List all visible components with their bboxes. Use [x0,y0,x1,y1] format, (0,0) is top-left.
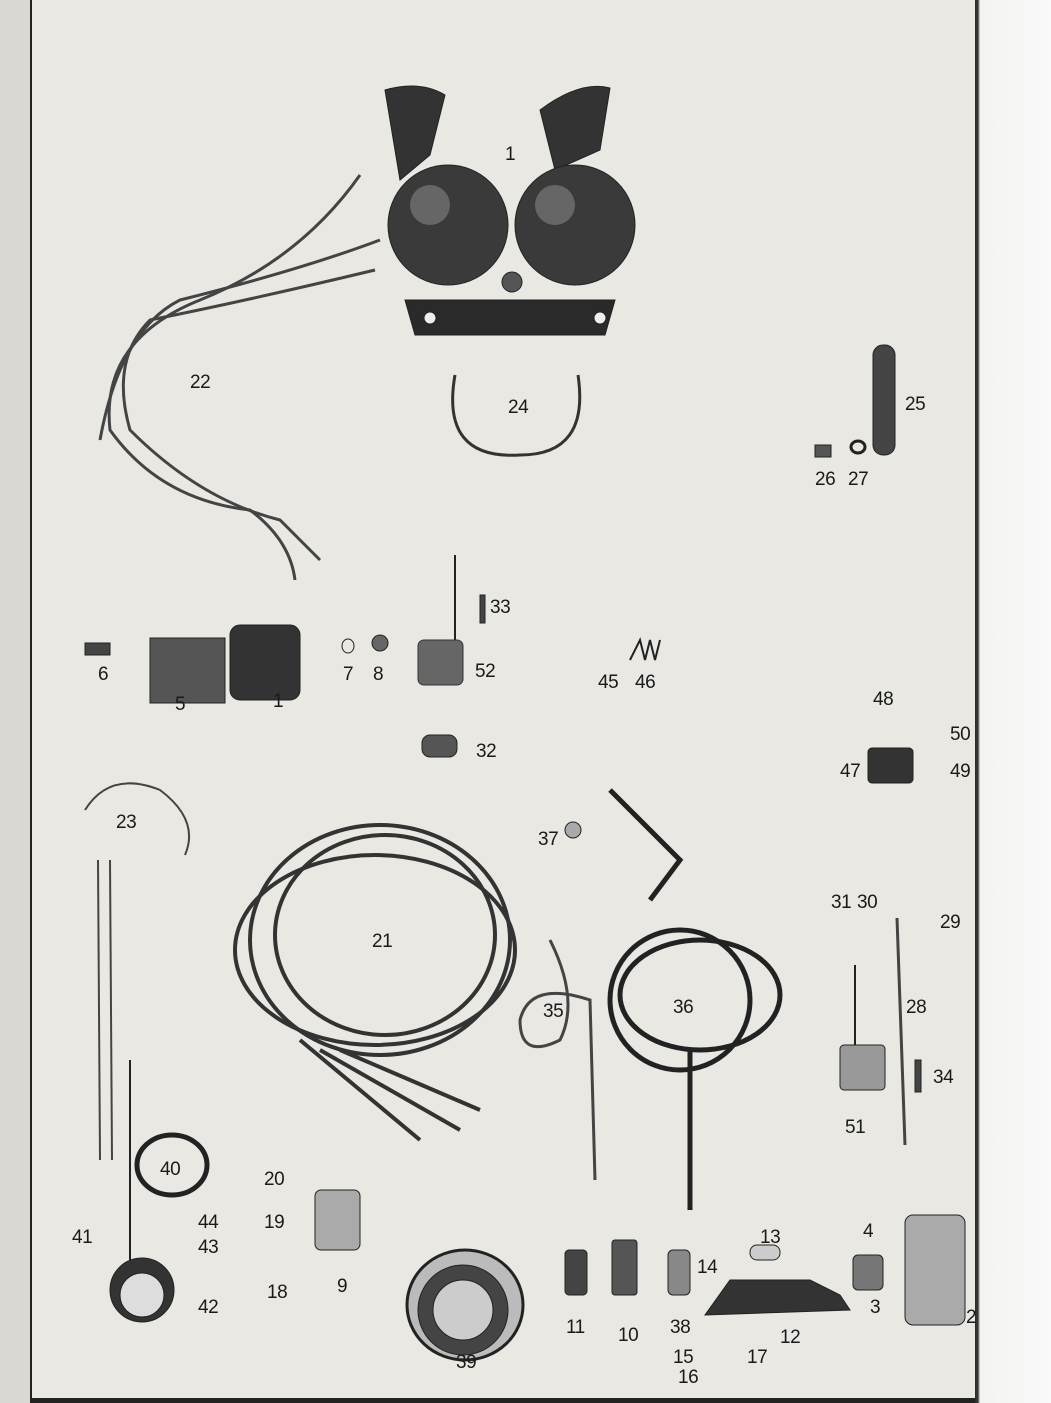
part-label: 42 [198,1297,219,1318]
part-label: 18 [267,1282,288,1303]
washer-27 [849,439,867,455]
part-label: 36 [673,997,694,1018]
part-label: 7 [343,664,354,685]
switch-11 [564,1249,588,1296]
condenser-51 [839,1044,886,1091]
part-label: 10 [618,1325,639,1346]
pin-33 [479,594,486,624]
part-label: 21 [372,931,393,952]
part-label: 48 [873,689,894,710]
part-label: 45 [598,672,619,693]
part-label: 37 [538,829,559,850]
part-label: 52 [475,661,496,682]
part-label: 1 [273,691,284,712]
part-label: 44 [198,1212,219,1233]
pin-34 [914,1059,922,1093]
cable-35 [518,939,597,1181]
part-label: 11 [566,1317,585,1338]
wire-coil-40 [134,1132,210,1198]
part-label: 46 [635,672,656,693]
part-label: 35 [543,1001,564,1022]
part-label: 25 [905,394,926,415]
part-label: 41 [72,1227,93,1248]
part-label: 24 [508,397,529,418]
part-label: 51 [845,1117,866,1138]
switch-10 [611,1239,638,1296]
part-label: 26 [815,469,836,490]
bolt-6 [84,642,111,656]
cable-23 [84,782,191,1161]
bulb-13 [749,1244,781,1261]
cable-harness-22 [98,174,381,581]
part-label: 15 [673,1347,694,1368]
washer-7 [341,638,355,654]
switch-38 [667,1249,691,1296]
switch-47 [867,747,914,784]
strap-25 [872,344,896,456]
part-label: 32 [476,741,497,762]
part-label: 9 [337,1276,348,1297]
part-label: 29 [940,912,961,933]
screw-26 [814,444,832,458]
cable-28 [895,917,907,1146]
relay-1 [229,624,301,701]
part-label: 33 [490,597,511,618]
part-label: 3 [870,1297,881,1318]
part-label: 13 [760,1227,781,1248]
cable-36 [607,788,783,1210]
part-label: 16 [678,1367,699,1388]
part-label: 22 [190,372,211,393]
horn-pair [384,85,636,336]
part-label: 14 [697,1257,718,1278]
page-border-bottom [30,1398,975,1403]
part-label: 49 [950,761,971,782]
ignition-switch-2 [904,1214,966,1326]
part-label: 1 [505,144,516,165]
part-label: 6 [98,664,109,685]
part-label: 47 [840,761,861,782]
part-label: 12 [780,1327,801,1348]
part-label: 34 [933,1067,954,1088]
part-label: 23 [116,812,137,833]
part-label: 5 [175,694,186,715]
part-label: 50 [950,724,971,745]
bulb-37 [564,821,582,839]
part-label: 19 [264,1212,285,1233]
part-label: 8 [373,664,384,685]
part-label: 17 [747,1347,768,1368]
spring-46 [629,637,661,661]
part-label: 38 [670,1317,691,1338]
part-label: 2 [966,1307,977,1328]
part-label: 30 [857,892,878,913]
main-harness-21 [233,823,517,1142]
ground-strap-24 [451,374,582,457]
regulator-9 [314,1189,361,1251]
part-label: 27 [848,469,869,490]
part-label: 43 [198,1237,219,1258]
bracket-5 [149,637,226,704]
part-label: 20 [264,1169,285,1190]
lamp-housing-12 [704,1279,851,1316]
part-label: 39 [456,1352,477,1373]
part-label: 28 [906,997,927,1018]
clip-32 [421,734,458,758]
part-label: 40 [160,1159,181,1180]
part-label: 31 [831,892,852,913]
part-label: 4 [863,1221,874,1242]
nut-8 [371,634,389,652]
part-3 [852,1254,884,1291]
page-edge [975,0,1051,1403]
